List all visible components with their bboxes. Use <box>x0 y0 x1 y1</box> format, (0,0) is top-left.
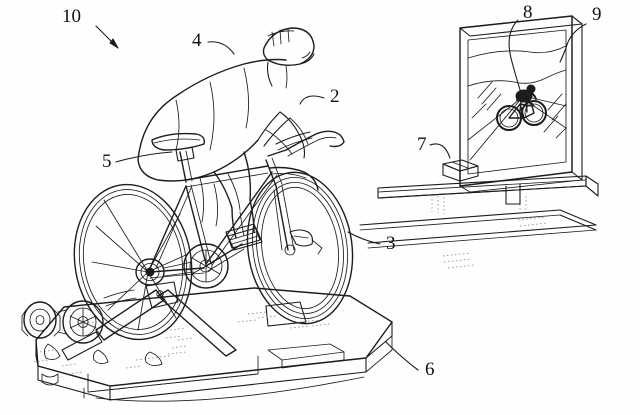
control-device[interactable] <box>442 159 479 182</box>
crankset <box>163 243 245 289</box>
reference-numerals: 10 4 2 5 3 6 7 8 9 <box>62 2 602 380</box>
resistance-unit <box>21 301 61 339</box>
platform-texture <box>33 311 331 375</box>
display-monitor[interactable] <box>459 15 583 205</box>
ref-numeral-6: 6 <box>425 359 435 380</box>
ref-numeral-9: 9 <box>592 4 602 25</box>
handlebar[interactable] <box>267 130 345 255</box>
trainer-flywheel <box>62 300 104 344</box>
ref-numeral-7: 7 <box>417 134 427 155</box>
rider-figure <box>137 27 315 251</box>
ref-numeral-4: 4 <box>192 30 202 51</box>
rear-wheel <box>73 183 193 341</box>
helmet-head <box>262 27 315 67</box>
virtual-rider <box>496 84 547 131</box>
ref-numeral-2: 2 <box>330 86 340 107</box>
resistance-trainer-unit <box>21 281 237 367</box>
table-surface <box>359 175 599 269</box>
virtual-ride-scene <box>467 45 567 161</box>
bicycle <box>149 130 345 289</box>
leader-lines <box>95 19 587 371</box>
ref-numeral-3: 3 <box>386 233 396 254</box>
pedal-and-shoe <box>225 223 261 249</box>
ref-numeral-5: 5 <box>102 151 112 172</box>
front-wheel <box>246 171 354 325</box>
platform-base <box>33 287 393 402</box>
ref-numeral-8: 8 <box>523 2 533 23</box>
ref-numeral-10: 10 <box>62 6 81 27</box>
